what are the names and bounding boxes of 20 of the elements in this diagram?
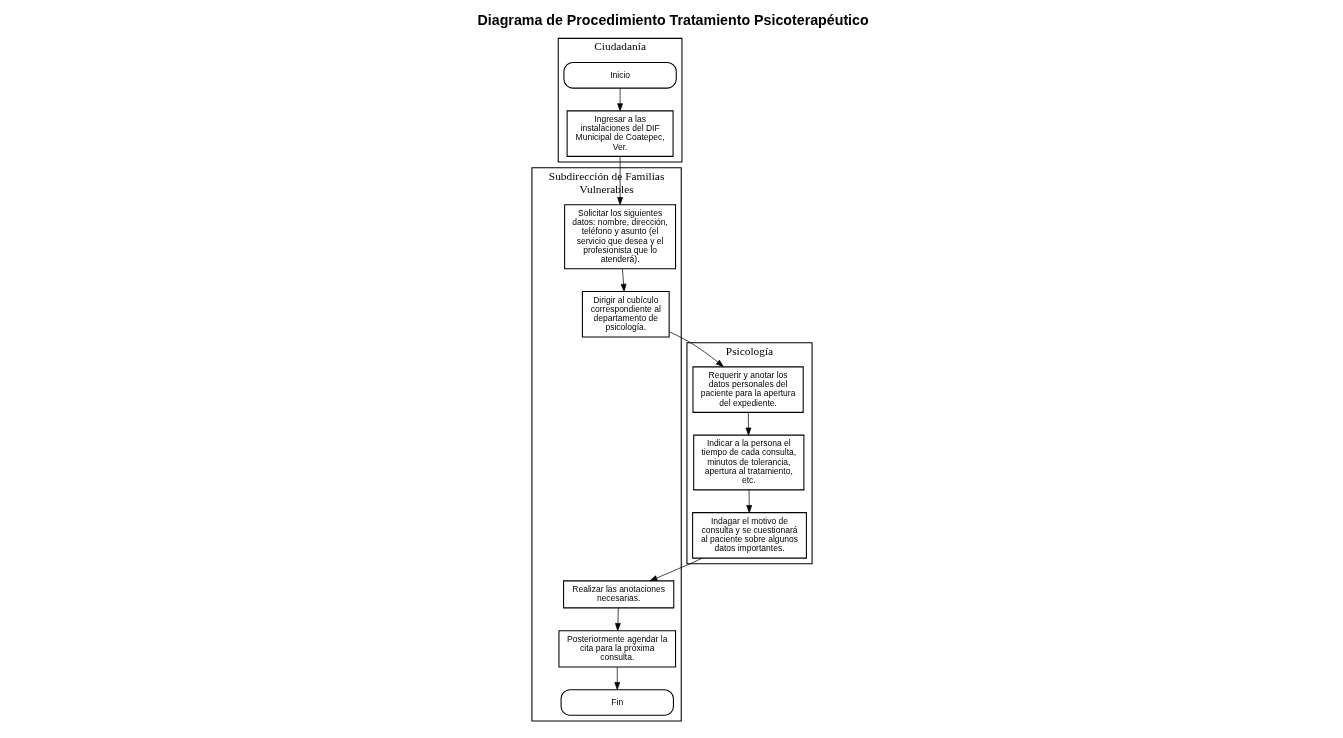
node-box: Fin: [560, 689, 674, 716]
arrow: [745, 489, 752, 513]
arrow: [616, 88, 623, 112]
arrow: [620, 268, 626, 292]
arrow: [745, 412, 751, 436]
node-box: Solicitar los siguientes datos: nombre, dirección, teléfono y asunto (el servicio que desea y el profesionista que lo atenderá).: [563, 204, 676, 270]
node-box: Posteriormente agendar la cita para la próxima consulta.: [557, 630, 676, 668]
arrow: [668, 331, 724, 367]
node-box: Inicio: [562, 62, 677, 89]
node-box: Ingresar a las instalaciones del DIF Municipal de Coatepec, Ver.: [566, 110, 674, 157]
arrow: [613, 666, 620, 690]
node-box: Indagar el motivo de consulta y se cuestionará al paciente sobre algunos datos importantes.: [691, 512, 807, 559]
node-box: Realizar las anotaciones necesarias.: [562, 580, 674, 609]
arrow: [616, 156, 623, 205]
diagram-title: Diagrama de Procedimiento Tratamiento Psicoterapéutico: [477, 11, 869, 28]
node-box: Indicar a la persona el tiempo de cada consulta, minutos de tolerancia, apertura al tratamiento, etc.: [692, 434, 804, 491]
node-box: Dirigir al cubículo correspondiente al departamento de psicología.: [581, 290, 670, 338]
arrow: [614, 607, 621, 631]
arrow: [649, 557, 703, 582]
node-box: Requerir y anotar los datos personales del paciente para la apertura del expediente.: [691, 366, 804, 413]
